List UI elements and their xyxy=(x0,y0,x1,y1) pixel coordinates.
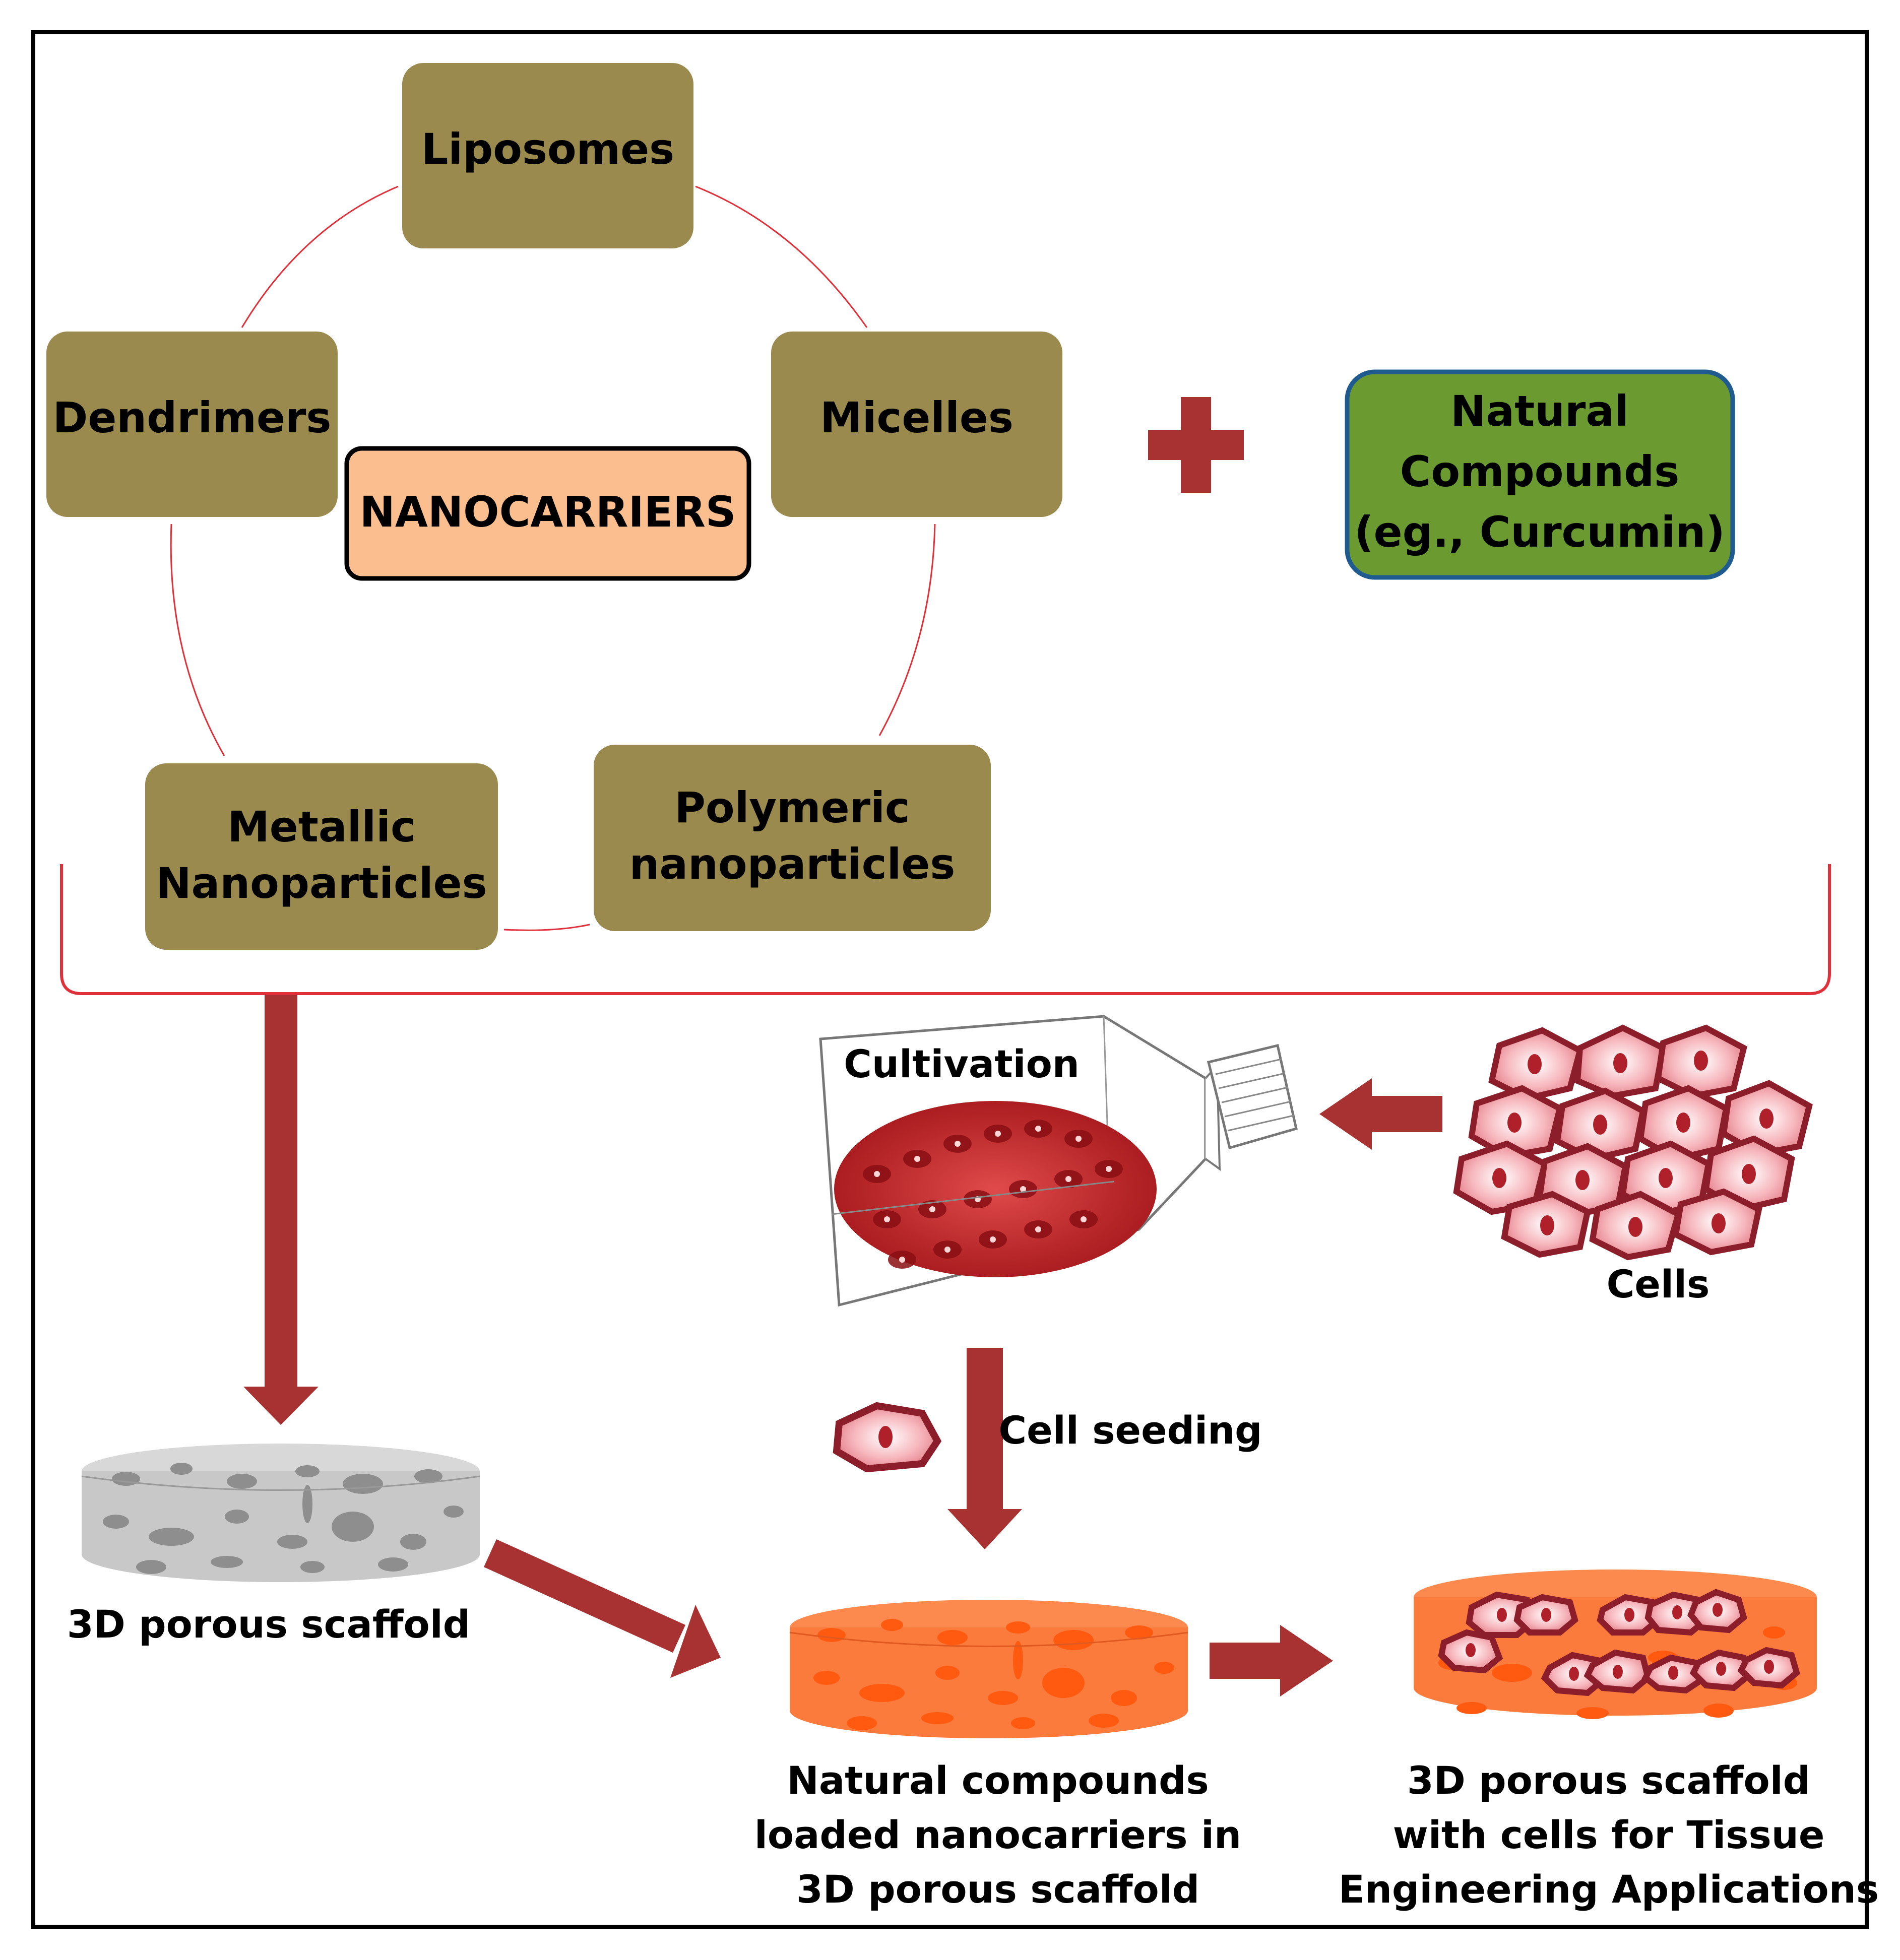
box-polymeric-nanoparticles: Polymeric nanoparticles xyxy=(594,745,991,931)
label-dendrimers: Dendrimers xyxy=(53,393,332,442)
label-cultivation: Cultivation xyxy=(844,1041,1080,1086)
arrow-loaded-to-final xyxy=(1210,1625,1333,1696)
flask-cell-layer xyxy=(834,1101,1157,1277)
arrow-cells-to-flask xyxy=(1319,1078,1442,1150)
label-scaffold: 3D porous scaffold xyxy=(67,1602,470,1647)
label-final-line2: with cells for Tissue xyxy=(1393,1812,1825,1857)
arrow-scaffold-to-loaded xyxy=(484,1539,721,1678)
box-metallic-nanoparticles: Metallic Nanoparticles xyxy=(145,763,498,950)
label-cells: Cells xyxy=(1607,1262,1710,1306)
label-polymeric-line2: nanoparticles xyxy=(629,839,956,889)
box-dendrimers: Dendrimers xyxy=(46,332,338,517)
natural-example: (eg., Curcumin) xyxy=(1354,507,1725,557)
scaffold-loaded-icon: Natural compounds loaded nanocarriers in… xyxy=(754,1600,1241,1912)
arrow-down-to-scaffold xyxy=(243,995,319,1425)
label-liposomes: Liposomes xyxy=(421,124,674,174)
label-loaded-line1: Natural compounds xyxy=(787,1758,1209,1803)
box-natural-compounds: Natural Compounds (eg., Curcumin) xyxy=(1345,369,1735,580)
flask-cap xyxy=(1207,1043,1298,1150)
label-cell-seeding: Cell seeding xyxy=(998,1408,1262,1453)
natural-line2: Compounds xyxy=(1400,447,1679,496)
scaffold-final-icon: 3D porous scaffold with cells for Tissue… xyxy=(1339,1570,1879,1912)
single-cell-icon xyxy=(833,1402,942,1473)
plus-icon xyxy=(1148,397,1244,493)
box-micelles: Micelles xyxy=(771,332,1062,517)
figure-border xyxy=(31,30,1869,1929)
cell-cluster-icon: Cells xyxy=(1453,1024,1813,1306)
label-micelles: Micelles xyxy=(820,393,1014,442)
nanocarrier-ring xyxy=(170,185,936,931)
natural-line1: Natural xyxy=(1450,386,1629,436)
label-final-line1: 3D porous scaffold xyxy=(1407,1758,1810,1803)
label-loaded-line2: loaded nanocarriers in xyxy=(754,1812,1241,1857)
grouping-bracket xyxy=(60,864,1831,995)
culture-flask-icon: Cultivation xyxy=(819,1015,1298,1307)
label-metallic-line2: Nanoparticles xyxy=(156,859,487,908)
box-liposomes: Liposomes xyxy=(402,63,693,248)
label-polymeric-line1: Polymeric xyxy=(674,783,910,832)
label-metallic-line1: Metallic xyxy=(227,802,416,852)
label-final-line3: Engineering Applications xyxy=(1339,1867,1879,1912)
arrow-cell-seeding xyxy=(947,1348,1022,1549)
scaffold-gray-icon: 3D porous scaffold xyxy=(67,1444,480,1647)
label-loaded-line3: 3D porous scaffold xyxy=(796,1867,1199,1912)
nanocarriers-center: NANOCARRIERS xyxy=(344,446,751,581)
nanocarriers-label: NANOCARRIERS xyxy=(360,487,736,537)
